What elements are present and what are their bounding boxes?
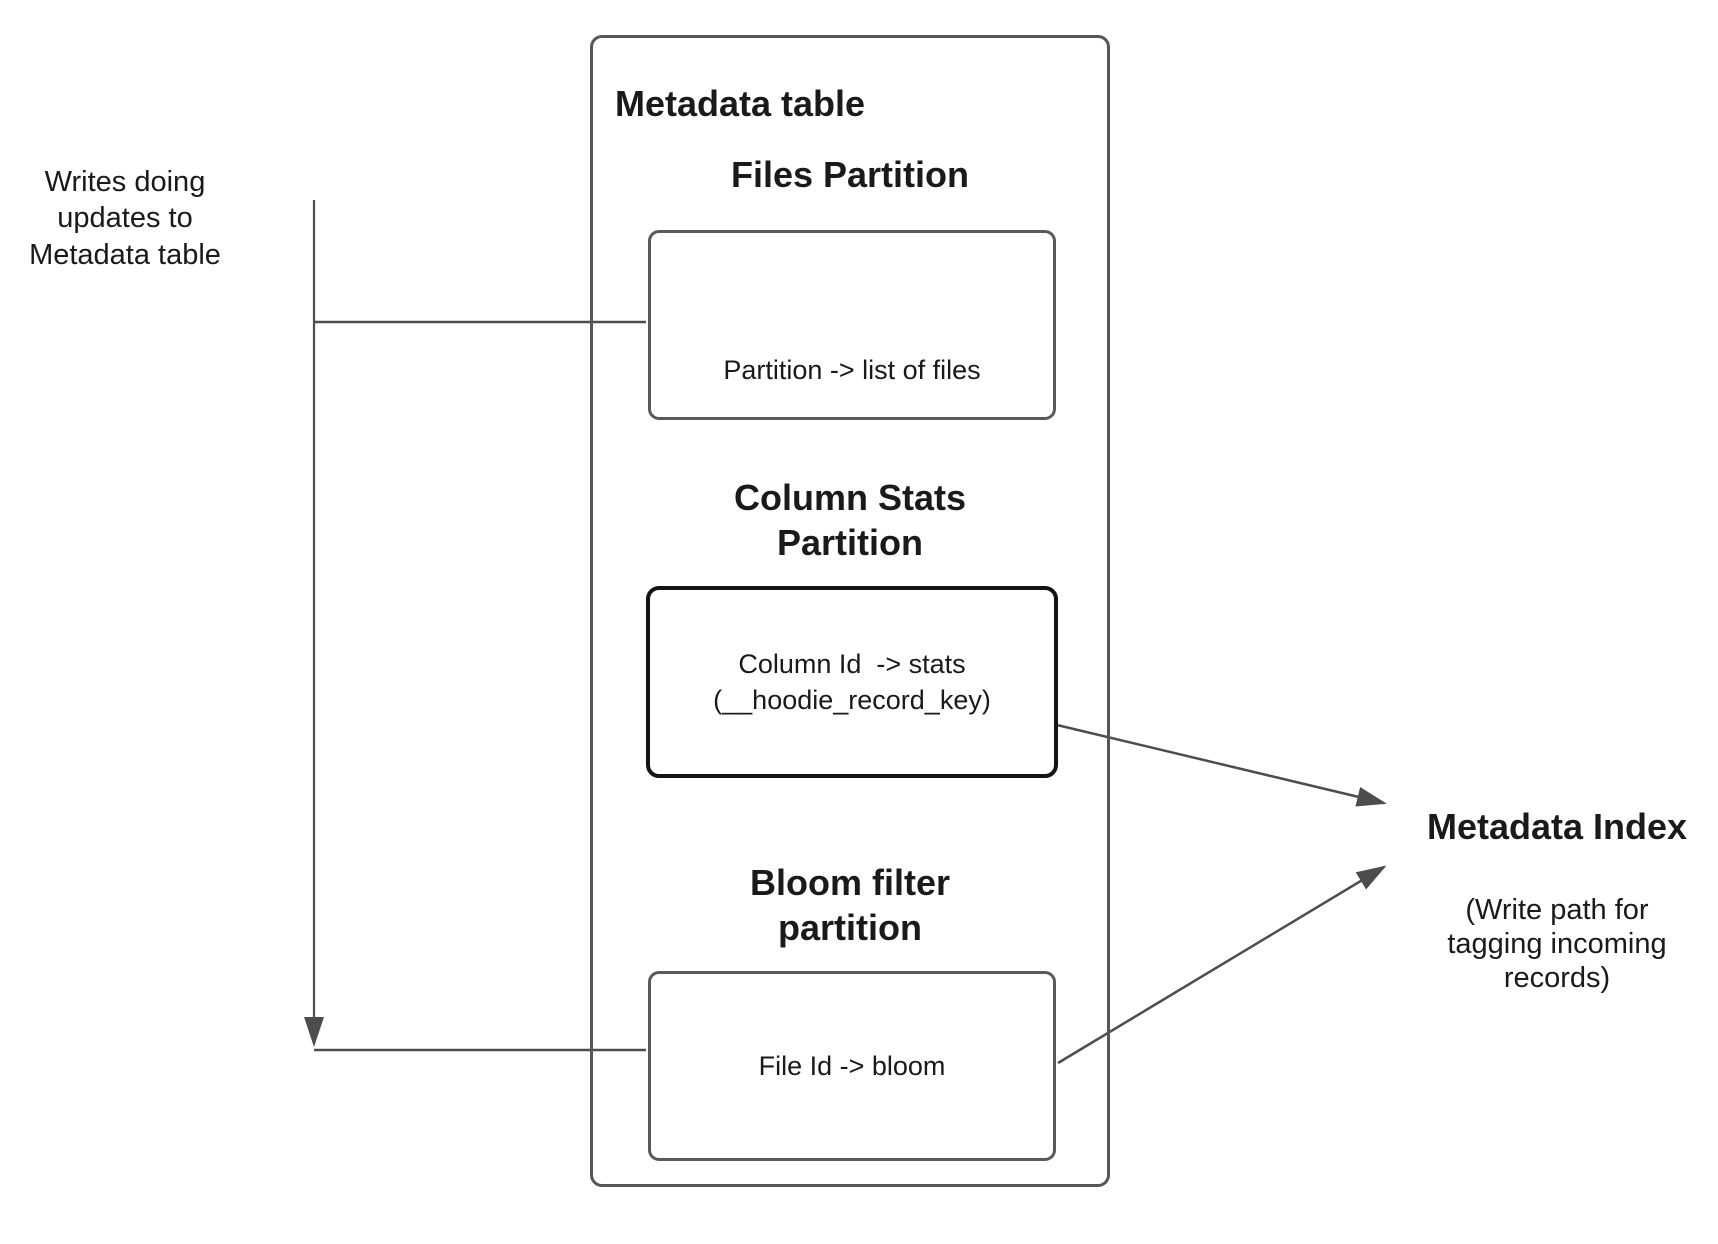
- metadata-index-title: Metadata Index: [1426, 806, 1688, 847]
- column-stats-partition-box: Column Id -> stats (__hoodie_record_key): [646, 586, 1058, 778]
- column-stats-partition-heading: Column Stats Partition: [645, 475, 1055, 565]
- writes-note-line: updates to: [57, 202, 193, 235]
- bloom-filter-body-line: File Id -> bloom: [758, 1050, 946, 1081]
- writes-note-line: Metadata table: [29, 238, 221, 271]
- files-partition-body-line: Partition -> list of files: [723, 354, 981, 385]
- metadata-index-subtitle-line: (Write path for: [1465, 894, 1649, 926]
- bloom-filter-heading-line: partition: [778, 907, 922, 948]
- bloom-filter-heading-line: Bloom filter: [749, 862, 950, 903]
- metadata-table-container: Metadata table Files Partition Partition…: [590, 35, 1110, 1187]
- files-partition-box: Partition -> list of files: [648, 230, 1056, 420]
- writes-note-line: Writes doing: [44, 166, 206, 198]
- bloom-filter-partition-box: File Id -> bloom: [648, 971, 1056, 1161]
- metadata-index: Metadata Index (Write path for tagging i…: [1420, 806, 1694, 996]
- column-stats-heading-line: Column Stats: [733, 477, 966, 518]
- metadata-index-subtitle-line: tagging incoming: [1447, 927, 1667, 960]
- bloom-filter-partition-heading: Bloom filter partition: [645, 860, 1055, 950]
- column-stats-body-line: (__hoodie_record_key): [713, 685, 991, 715]
- metadata-index-subtitle-line: records): [1503, 961, 1611, 994]
- metadata-table-title: Metadata table: [615, 83, 866, 124]
- files-partition-heading: Files Partition: [645, 152, 1055, 197]
- metadata-index-subtitle: (Write path for tagging incoming records…: [1420, 894, 1694, 996]
- files-partition-heading-line: Files Partition: [730, 154, 970, 195]
- column-stats-heading-line: Partition: [776, 522, 923, 563]
- writes-note: Writes doing updates to Metadata table: [0, 164, 250, 273]
- column-stats-body-line: Column Id -> stats: [738, 648, 966, 679]
